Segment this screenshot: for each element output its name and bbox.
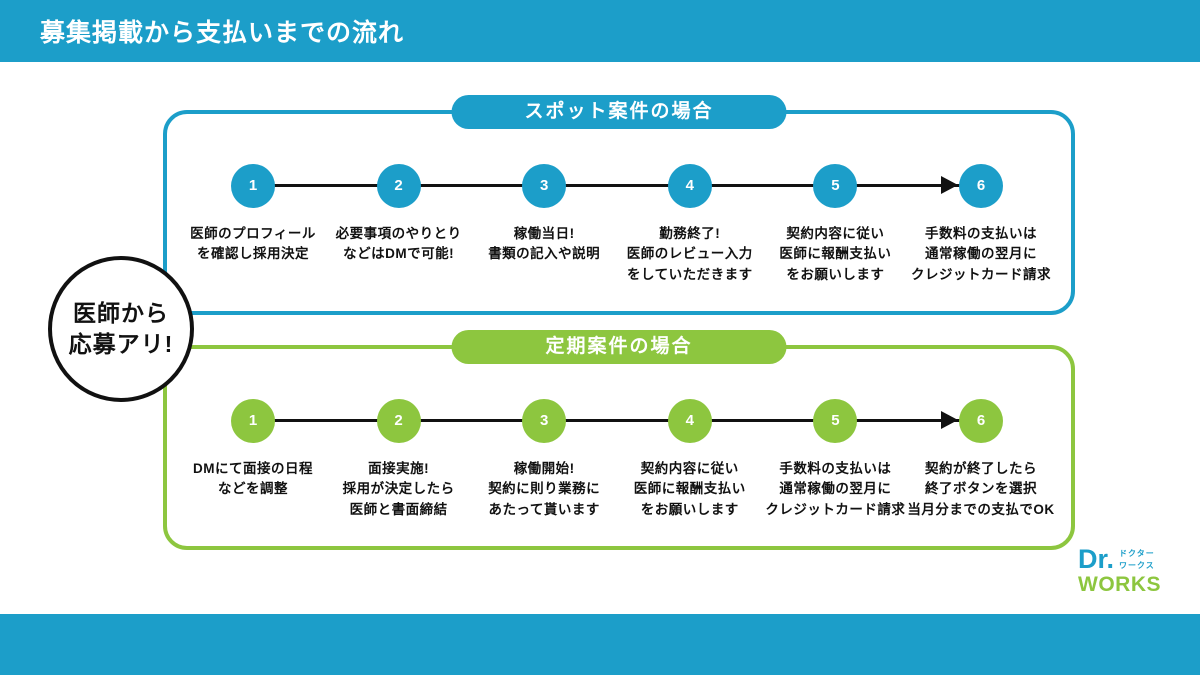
arrow-right-icon — [941, 176, 958, 194]
step-number-circle: 2 — [376, 399, 421, 443]
page-title: 募集掲載から支払いまでの流れ — [40, 19, 405, 47]
step-spot-6: 6 手数料の支払いは通常稼働の翌月にクレジットカード請求 — [901, 164, 1061, 285]
step-label: 勤務終了!医師のレビュー入力をしていただきます — [626, 226, 753, 282]
step-number-circle: 6 — [959, 399, 1003, 443]
step-label: 稼働開始!契約に則り業務にあたって貰います — [488, 461, 601, 517]
step-number-circle: 4 — [667, 164, 712, 208]
step-spot-5: 5 契約内容に従い医師に報酬支払いをお願いします — [755, 164, 915, 285]
step-regular-2: 2 面接実施!採用が決定したら医師と書面締結 — [319, 399, 479, 520]
step-regular-5: 5 手数料の支払いは通常稼働の翌月にクレジットカード請求 — [755, 399, 915, 520]
header-bar: 募集掲載から支払いまでの流れ — [0, 0, 1200, 62]
section-spot-box: スポット案件の場合 1 医師のプロフィールを確認し採用決定 2 必要事項のやりとりなど… — [163, 95, 1075, 315]
step-spot-2: 2 必要事項のやりとりなどはDMで可能! — [319, 164, 479, 265]
step-label: 契約内容に従い医師に報酬支払いをお願いします — [633, 461, 746, 517]
logo-dr-text: Dr. — [1078, 544, 1115, 574]
callout-text-line: 応募アリ! — [68, 331, 174, 357]
step-number-circle: 5 — [813, 399, 858, 443]
step-label: 必要事項のやりとりなどはDMで可能! — [335, 226, 462, 262]
step-number-circle: 2 — [376, 164, 421, 208]
step-number-circle: 3 — [522, 399, 567, 443]
section-regular-badge: 定期案件の場合 — [451, 330, 787, 364]
arrow-right-icon — [941, 411, 958, 429]
callout-text-line: 医師から — [73, 299, 169, 326]
step-number-circle: 6 — [959, 164, 1003, 208]
step-number-circle: 5 — [813, 164, 858, 208]
step-label: 面接実施!採用が決定したら医師と書面締結 — [342, 461, 455, 517]
section-spot-badge: スポット案件の場合 — [451, 95, 787, 129]
step-number-circle: 3 — [522, 164, 567, 208]
dr-works-logo: Dr. ドクターワークス WORKS — [1078, 544, 1178, 596]
logo-katakana-text: ドクターワークス — [1119, 549, 1155, 570]
step-spot-3: 3 稼働当日!書類の記入や説明 — [464, 164, 624, 265]
step-spot-4: 4 勤務終了!医師のレビュー入力をしていただきます — [610, 164, 770, 285]
step-label: 手数料の支払いは通常稼働の翌月にクレジットカード請求 — [765, 461, 906, 517]
step-label: 契約内容に従い医師に報酬支払いをお願いします — [779, 226, 892, 282]
step-label: DMにて面接の日程などを調整 — [193, 461, 313, 497]
step-label: 稼働当日!書類の記入や説明 — [488, 226, 601, 262]
step-number-circle: 4 — [667, 399, 712, 443]
step-number-circle: 1 — [231, 399, 275, 443]
step-number-circle: 1 — [231, 164, 275, 208]
step-label: 手数料の支払いは通常稼働の翌月にクレジットカード請求 — [911, 226, 1051, 282]
step-regular-4: 4 契約内容に従い医師に報酬支払いをお願いします — [610, 399, 770, 520]
flow-line — [249, 184, 981, 187]
step-label: 医師のプロフィールを確認し採用決定 — [190, 226, 316, 262]
step-label: 契約が終了したら終了ボタンを選択当月分までの支払でOK — [907, 461, 1055, 517]
step-regular-3: 3 稼働開始!契約に則り業務にあたって貰います — [464, 399, 624, 520]
callout-doctor-application: 医師から 応募アリ! — [48, 256, 194, 402]
step-regular-6: 6 契約が終了したら終了ボタンを選択当月分までの支払でOK — [901, 399, 1061, 520]
step-spot-1: 1 医師のプロフィールを確認し採用決定 — [173, 164, 333, 265]
footer-bar — [0, 614, 1200, 675]
flow-line — [249, 419, 981, 422]
logo-works-text: WORKS — [1078, 573, 1161, 596]
